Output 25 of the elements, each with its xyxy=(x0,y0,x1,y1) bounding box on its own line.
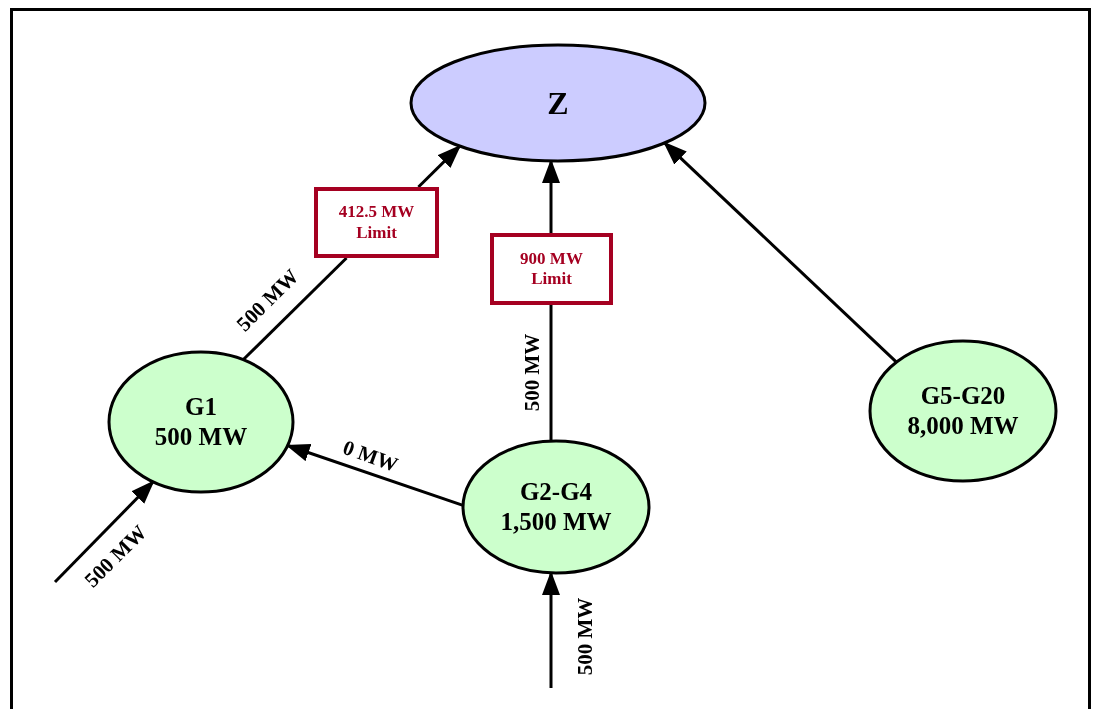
node-label: 900 MW xyxy=(520,248,583,269)
node-ellipse xyxy=(409,43,707,163)
node-ellipse xyxy=(868,339,1058,483)
node-label: Limit xyxy=(356,222,397,243)
node-label: 8,000 MW xyxy=(907,411,1019,441)
node-ellipse xyxy=(107,350,295,494)
arrow xyxy=(53,480,155,584)
limit-box xyxy=(314,187,439,258)
node-label: Limit xyxy=(531,269,572,290)
edge-label: 500 MW xyxy=(573,597,599,675)
node-label: 412.5 MW xyxy=(338,202,415,223)
edge-label: 500 MW xyxy=(231,263,305,337)
edge-label: 500 MW xyxy=(79,519,153,593)
arrow xyxy=(663,141,898,364)
node-label: 500 MW xyxy=(154,422,248,452)
arrow xyxy=(417,144,462,189)
node-label: Z xyxy=(547,83,569,123)
edge-label: 500 MW xyxy=(520,333,546,411)
node-label: G2-G4 xyxy=(519,477,593,507)
node-ellipse xyxy=(461,439,651,575)
edge-label: 0 MW xyxy=(339,434,401,478)
node-label: G1 xyxy=(185,392,217,422)
limit-box xyxy=(490,233,613,305)
node-label: G5-G20 xyxy=(920,381,1006,411)
node-label: 1,500 MW xyxy=(500,507,612,537)
